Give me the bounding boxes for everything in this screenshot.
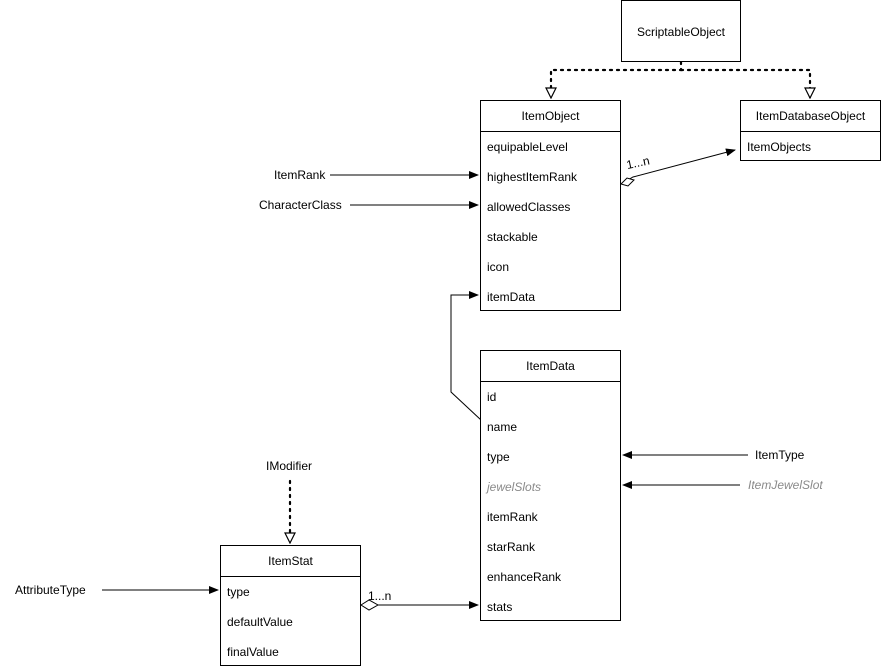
field-id: id (487, 390, 497, 404)
class-itemdata: ItemData id name type jewelSlots itemRan… (480, 350, 621, 621)
class-itemdatabaseobject: ItemDatabaseObject ItemObjects (740, 100, 881, 161)
field-stackable: stackable (487, 230, 538, 244)
field-name: name (487, 420, 518, 434)
label-itemrank: ItemRank (274, 168, 326, 182)
field-stats: stats (487, 600, 513, 614)
class-title: ItemStat (221, 546, 360, 577)
field-itemrank: itemRank (487, 510, 538, 524)
field-itemdata: itemData (487, 290, 536, 304)
field-icon: icon (487, 260, 510, 274)
field-starrank: starRank (487, 540, 536, 554)
class-title: ItemObject (481, 101, 620, 132)
aggregation-diamond-stats (360, 599, 380, 611)
field-defaultvalue: defaultValue (227, 615, 293, 629)
realization-itemobject-scriptableobject (551, 60, 683, 100)
field-equipablelevel: equipableLevel (487, 140, 568, 154)
arrow-itemdata (450, 291, 482, 421)
field-finalvalue: finalValue (227, 645, 279, 659)
realization-itemdatabase-scriptableobject (679, 68, 810, 100)
field-highestitemrank: highestItemRank (487, 170, 578, 184)
class-title: ItemData (481, 351, 620, 382)
class-title: ScriptableObject (636, 25, 726, 39)
field-enhancerank: enhanceRank (487, 570, 562, 584)
class-itemstat: ItemStat type defaultValue finalValue (220, 545, 361, 666)
label-itemjewelslot: ItemJewelSlot (748, 478, 823, 492)
field-itemobjects: ItemObjects (747, 140, 812, 154)
multiplicity-stats: 1...n (368, 589, 392, 603)
aggregation-diamond-itemobjects (620, 177, 635, 187)
label-itemtype: ItemType (755, 448, 805, 462)
field-type: type (227, 585, 250, 599)
label-imodifier: IModifier (266, 459, 313, 473)
class-title: ItemDatabaseObject (741, 101, 880, 132)
label-attributetype: AttributeType (15, 583, 86, 597)
field-type: type (487, 450, 510, 464)
label-characterclass: CharacterClass (259, 198, 342, 212)
field-jewelslots: jewelSlots (487, 480, 542, 494)
class-scriptableobject: ScriptableObject (621, 0, 741, 62)
class-itemobject: ItemObject equipableLevel highestItemRan… (480, 100, 621, 311)
field-allowedclasses: allowedClasses (487, 200, 571, 214)
